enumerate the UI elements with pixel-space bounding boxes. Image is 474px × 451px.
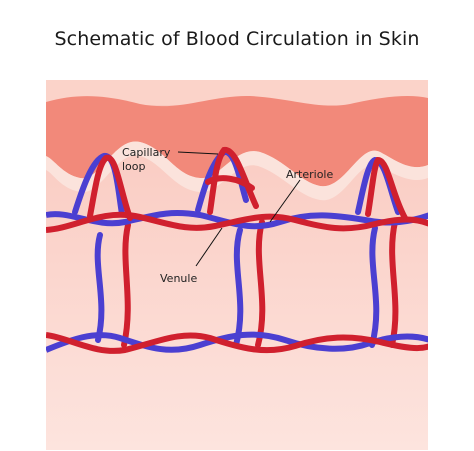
vein-vertical-2 xyxy=(233,227,244,348)
capillary-loop-label-line2: loop xyxy=(122,160,146,173)
arteriole-pointer xyxy=(269,179,301,223)
artery-vertical-3 xyxy=(389,219,399,348)
vein-vertical-1 xyxy=(94,232,105,343)
venule-pointer xyxy=(195,227,223,267)
epidermis-layer xyxy=(46,95,428,187)
capillary-pointer xyxy=(177,151,219,155)
arteriole-plexus-upper xyxy=(46,211,428,233)
artery-plexus-lower xyxy=(46,332,428,354)
vein-plexus-upper xyxy=(46,210,428,230)
venule-label: Venule xyxy=(160,272,197,285)
capillary-loop-artery-3 xyxy=(365,156,408,221)
vein-vertical-3 xyxy=(369,225,380,348)
artery-vertical-1 xyxy=(121,222,131,348)
capillary-crosslink-2 xyxy=(205,175,255,191)
arteriole-label: Arteriole xyxy=(286,168,333,181)
artery-vertical-2 xyxy=(255,219,266,348)
capillary-loop-artery-1 xyxy=(87,154,133,221)
capillary-loop-label-line1: Capillary xyxy=(122,146,171,159)
diagram-title: Schematic of Blood Circulation in Skin xyxy=(54,28,420,50)
